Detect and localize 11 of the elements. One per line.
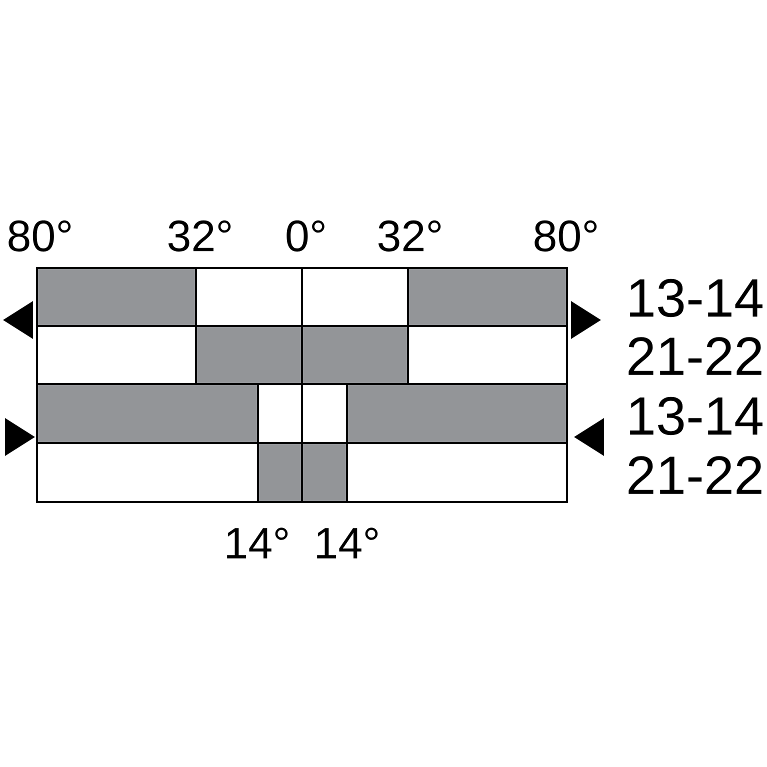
angle-label: 14° (317, 528, 378, 558)
angle-label: 32° (378, 220, 441, 252)
angle-label: 80° (534, 220, 597, 252)
angle-label: 14° (227, 528, 288, 558)
angle-label: 0° (286, 220, 324, 252)
contact-label: 21-22 (628, 337, 762, 375)
contact-label: 13-14 (630, 396, 762, 436)
angle-label: 80° (8, 220, 71, 252)
contact-label: 13-14 (630, 278, 762, 318)
angle-label: 32° (168, 220, 231, 252)
contact-label: 21-22 (628, 456, 762, 494)
